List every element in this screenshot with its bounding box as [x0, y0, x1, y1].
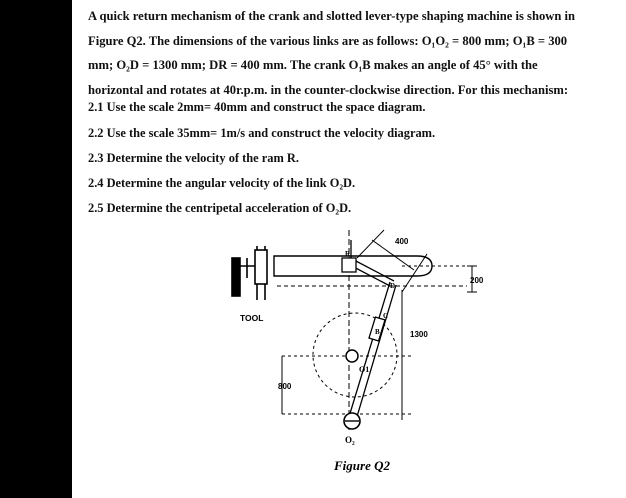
question-line-2: Figure Q2. The dimensions of the various… [88, 33, 568, 48]
dim-400 [356, 229, 428, 293]
label-o1: O1 [359, 365, 369, 374]
question-line-4: horizontal and rotates at 40r.p.m. in th… [88, 82, 569, 97]
question-line-1: A quick return mechanism of the crank an… [88, 9, 575, 23]
question-line-3: mm; O₂D = 1300 mm; DR = 400 mm. The cran… [88, 58, 538, 72]
task-2-4: 2.4 Determine the angular velocity of th… [88, 176, 356, 190]
task-2-2: 2.2 Use the scale 35mm= 1m/s and constru… [88, 126, 436, 140]
dim-200 [402, 265, 477, 293]
document-page: A quick return mechanism of the crank an… [72, 0, 626, 498]
task-2-3: 2.3 Determine the velocity of the ram R. [88, 151, 299, 165]
label-200: 200 [470, 276, 484, 285]
question-text: A quick return mechanism of the crank an… [88, 4, 620, 102]
figure-caption: Figure Q2 [334, 458, 390, 473]
label-800: 800 [278, 382, 292, 391]
crank-path-circle [312, 312, 398, 398]
label-400: 400 [395, 237, 409, 246]
slotted-lever [347, 281, 397, 421]
label-d: D [390, 282, 395, 290]
tool-assembly [231, 246, 268, 300]
task-2-1: 2.1 Use the scale 2mm= 40mm and construc… [88, 100, 426, 114]
figure-q2-diagram: 400 200 1300 800 TOOL R D C B O1 O₂ [231, 229, 484, 445]
label-o2: O₂ [345, 435, 355, 445]
label-tool: TOOL [240, 313, 263, 323]
pivot-o1 [345, 349, 359, 363]
dim-800 [281, 355, 412, 415]
label-c: C [383, 312, 388, 320]
label-r: R [345, 250, 351, 258]
label-1300: 1300 [410, 330, 428, 339]
connecting-rod [341, 240, 395, 287]
task-2-5: 2.5 Determine the centripetal accelerati… [88, 201, 352, 215]
ram-body [273, 255, 467, 287]
label-b: B [375, 328, 380, 336]
